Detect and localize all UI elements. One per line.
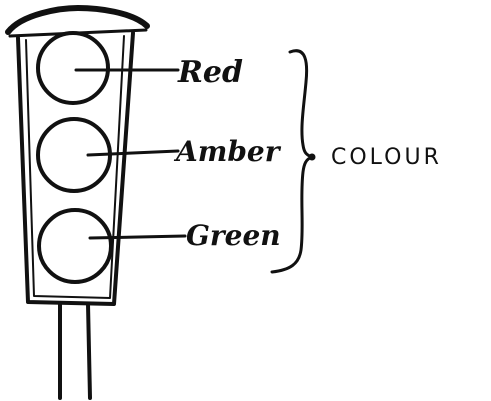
traffic-light-housing — [16, 31, 135, 306]
green-label: Green — [186, 219, 281, 252]
red-lamp — [36, 31, 110, 105]
red-label: Red — [177, 55, 243, 90]
colour-group-label: COLOUR — [331, 145, 442, 170]
green-leader-line — [88, 234, 187, 240]
brace-tip-dot — [308, 153, 316, 161]
amber-leader-line — [86, 149, 180, 157]
green-lamp — [37, 208, 113, 284]
traffic-light-pole-right — [86, 302, 92, 400]
traffic-light-housing-inner — [25, 35, 125, 299]
amber-label: Amber — [173, 135, 282, 168]
traffic-light-hood — [5, 5, 150, 35]
